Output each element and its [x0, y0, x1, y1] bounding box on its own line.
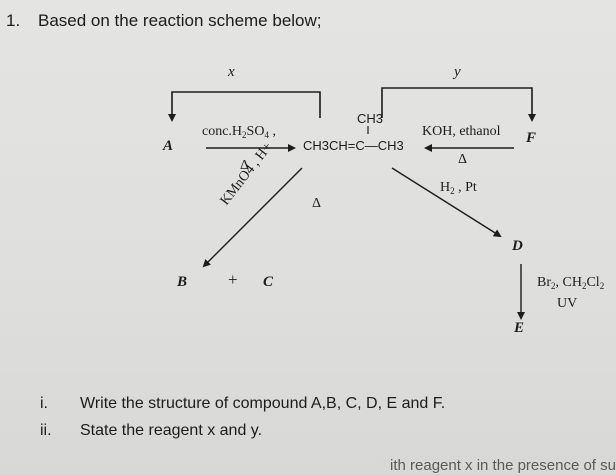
compound-b: B	[177, 274, 188, 290]
br2-ch2cl2-label: Br2, CH2Cl2	[537, 275, 605, 291]
cut-off-text-fragment: ith reagent x in the presence of sunl	[390, 457, 616, 474]
plus-sign: +	[228, 270, 238, 289]
central-methyl: CH3	[357, 111, 384, 126]
question-number: 1.	[6, 11, 21, 30]
reagent-y-label: y	[454, 64, 461, 80]
heat-left: Δ	[240, 158, 250, 173]
compound-e: E	[514, 320, 525, 336]
reagent-x-arrow	[168, 91, 321, 122]
koh-ethanol-label: KOH, ethanol	[422, 124, 501, 139]
reagent-y-arrow	[381, 87, 536, 122]
h2-pt-arrow	[391, 167, 502, 238]
compound-a: A	[163, 138, 174, 154]
heat-right: Δ	[458, 152, 468, 167]
compound-f: F	[526, 130, 537, 146]
heat-diag: Δ	[312, 196, 322, 211]
sub-question-2-text: State the reagent x and y.	[80, 422, 263, 439]
conc-h2so4-label: conc.H2SO4 ,	[202, 124, 276, 140]
compound-c: C	[263, 274, 274, 290]
sub-question-1-text: Write the structure of compound A,B, C, …	[80, 395, 446, 412]
h2-pt-label: H2 , Pt	[440, 180, 477, 196]
kmno4-arrow	[202, 167, 303, 268]
central-chain: CH3CH=C—CH3	[303, 138, 404, 153]
reagent-x-label: x	[228, 64, 235, 80]
compound-d: D	[512, 238, 523, 254]
sub-question-2-number: ii.	[40, 422, 52, 439]
sub-question-1-number: i.	[40, 395, 48, 412]
uv-label: UV	[557, 296, 578, 311]
question-prompt: Based on the reaction scheme below;	[38, 11, 322, 30]
